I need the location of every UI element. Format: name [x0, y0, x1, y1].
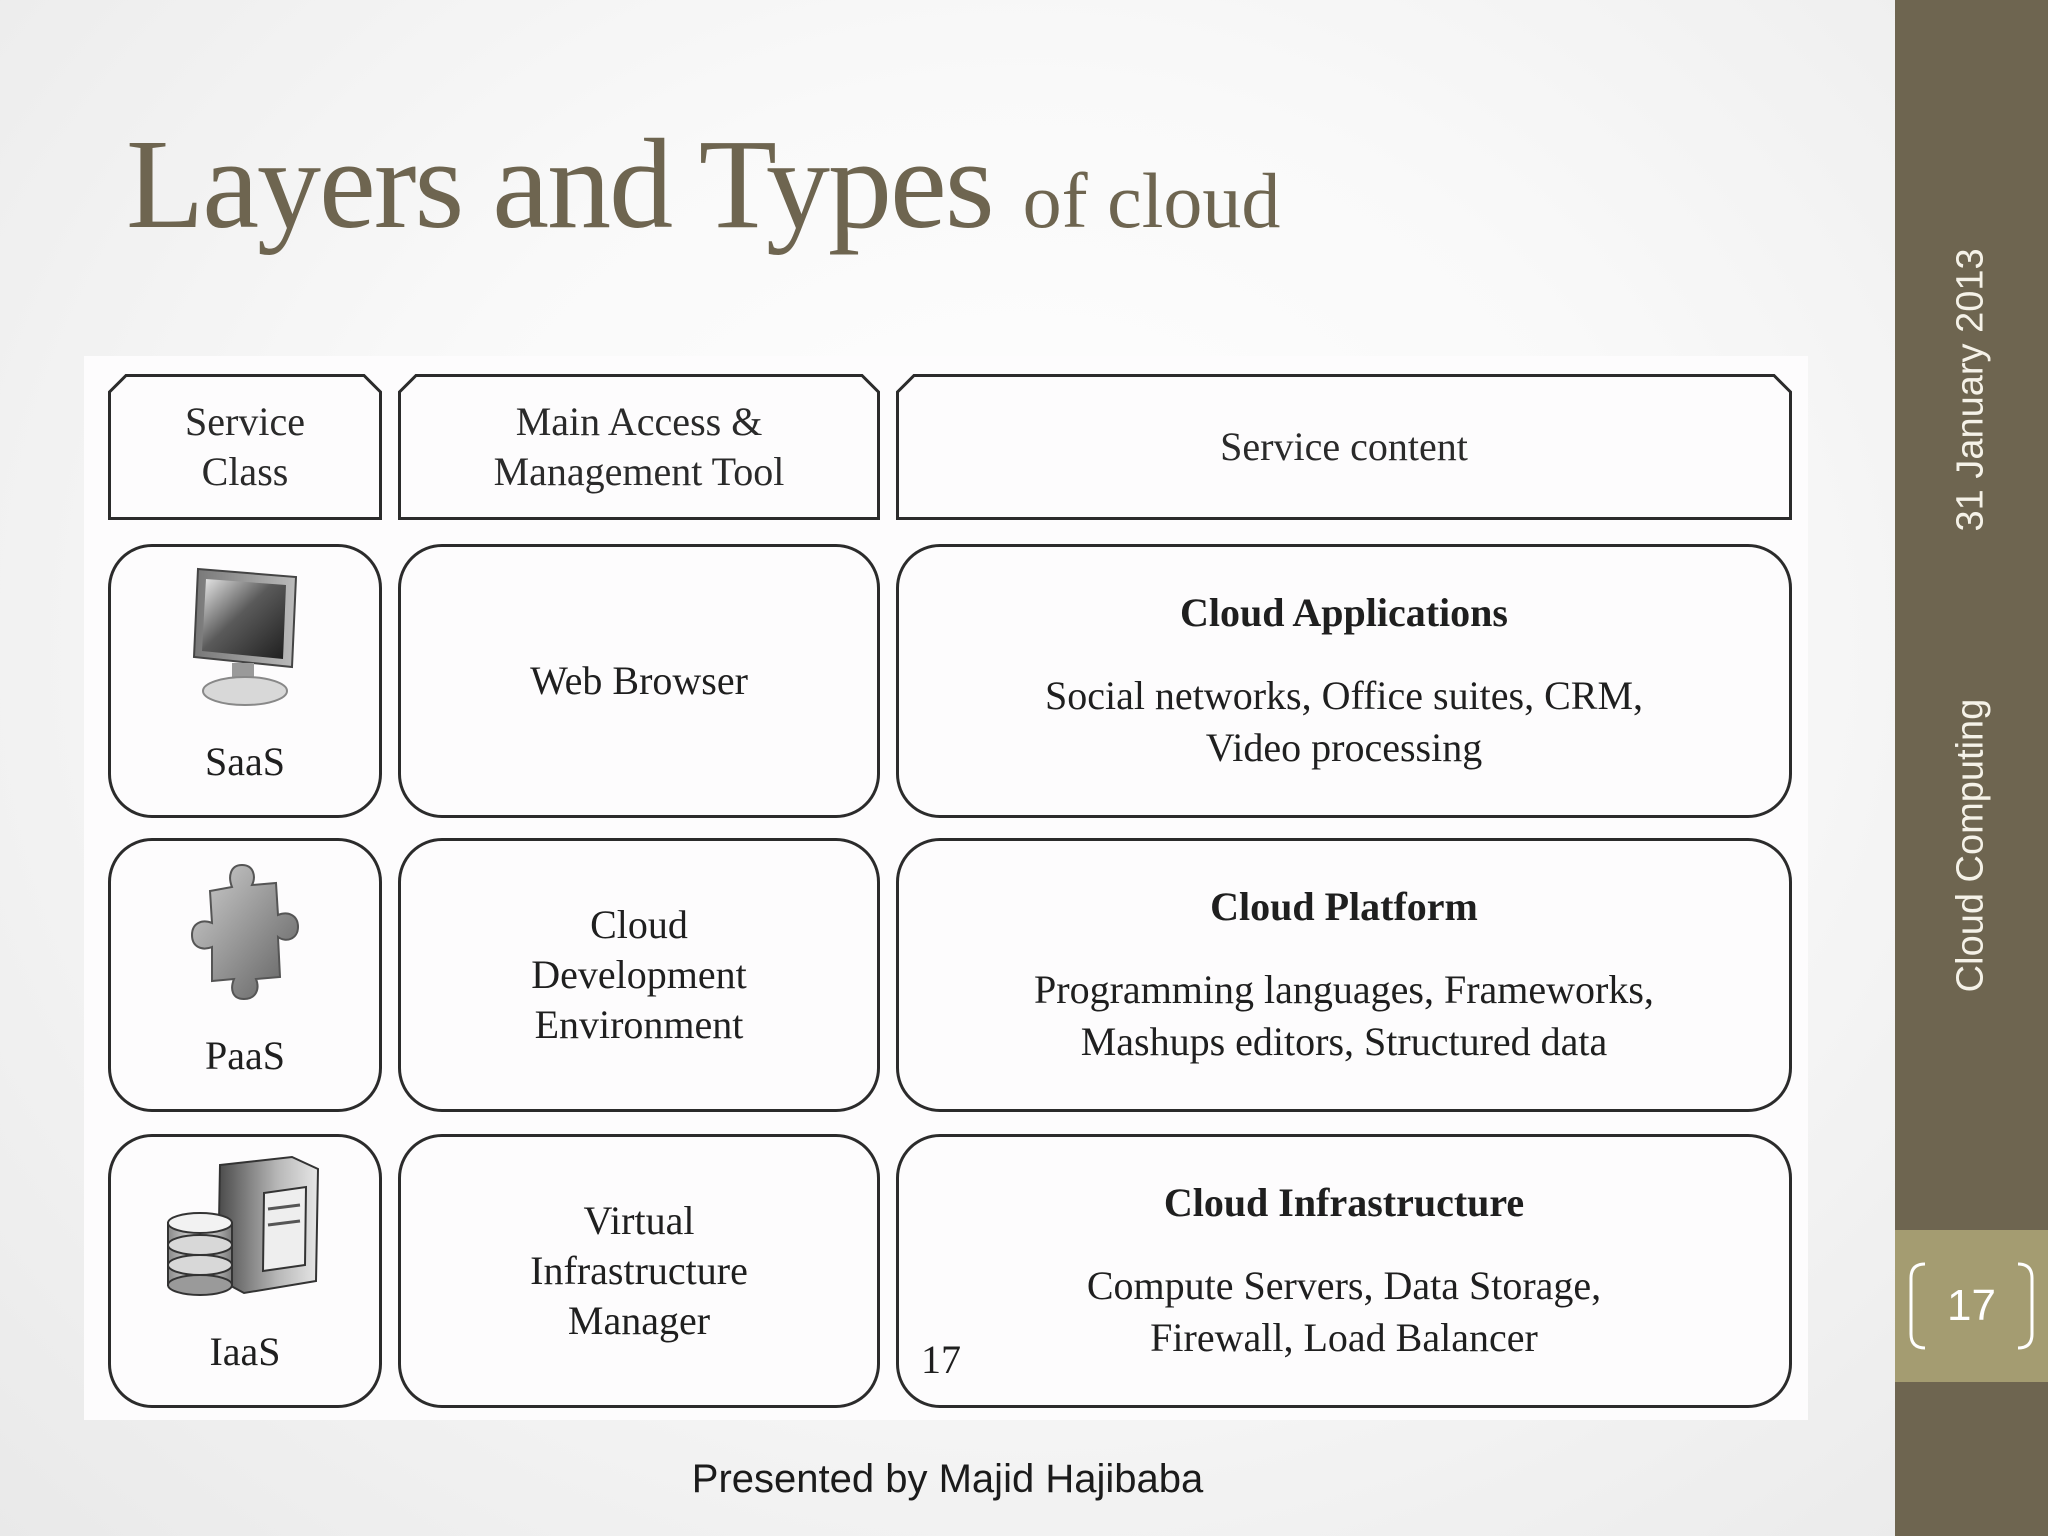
tool-box-saas: Web Browser [398, 544, 880, 818]
header-service-content-label: Service content [1220, 424, 1468, 469]
tool-label-paas: Cloud Development Environment [531, 902, 747, 1047]
content-title-saas: Cloud Applications [1180, 589, 1508, 635]
service-class-saas: SaaS [108, 544, 382, 818]
header-access-tool-label: Main Access & Management Tool [493, 399, 785, 494]
slide-title-main: Layers and Types [126, 113, 995, 255]
presenter-credit: Presented by Majid Hajibaba [691, 1457, 1204, 1501]
content-body-iaas: Compute Servers, Data Storage, Firewall,… [1086, 1262, 1602, 1360]
content-body-paas: Programming languages, Frameworks, Mashu… [1034, 966, 1654, 1064]
content-body-saas: Social networks, Office suites, CRM, Vid… [1044, 672, 1644, 770]
slide-title: Layers and Types of cloud [126, 120, 1280, 248]
class-label-saas: SaaS [205, 739, 285, 784]
page-number-tab: 17 [1895, 1230, 2048, 1382]
figure-page-number: 17 [921, 1337, 961, 1382]
service-class-paas: PaaS [108, 838, 382, 1112]
page-number: 17 [1947, 1281, 1996, 1330]
tool-box-iaas: Virtual Infrastructure Manager [398, 1134, 880, 1408]
header-service-class: Service Class [108, 374, 382, 520]
header-service-content: Service content [896, 374, 1792, 520]
tool-label-saas: Web Browser [530, 658, 748, 703]
content-box-saas: Cloud Applications Social networks, Offi… [896, 544, 1792, 818]
tool-label-iaas: Virtual Infrastructure Manager [530, 1198, 748, 1343]
class-label-iaas: IaaS [209, 1329, 281, 1374]
header-frame [398, 374, 880, 520]
content-box-paas: Cloud Platform Programming languages, Fr… [896, 838, 1792, 1112]
sidebar-date: 31 January 2013 [1949, 248, 1992, 532]
header-access-tool: Main Access & Management Tool [398, 374, 880, 520]
slide-title-suffix: of cloud [1022, 157, 1281, 244]
class-label-paas: PaaS [205, 1033, 285, 1078]
puzzle-piece-icon [190, 863, 300, 1001]
tool-box-paas: Cloud Development Environment [398, 838, 880, 1112]
page-number-brackets [1909, 1262, 2034, 1350]
monitor-icon [192, 567, 298, 706]
header-service-class-label: Service Class [185, 399, 305, 494]
service-class-iaas: IaaS [108, 1134, 382, 1408]
content-title-paas: Cloud Platform [1210, 883, 1478, 929]
content-title-iaas: Cloud Infrastructure [1163, 1179, 1525, 1225]
cloud-layers-diagram: Service Class Main Access & Management T… [84, 356, 1808, 1420]
header-frame [896, 374, 1792, 520]
server-database-icon [167, 1155, 320, 1296]
header-frame [108, 374, 382, 520]
sidebar-course: Cloud Computing [1949, 698, 1992, 993]
content-box-iaas: Cloud Infrastructure Compute Servers, Da… [896, 1134, 1792, 1408]
